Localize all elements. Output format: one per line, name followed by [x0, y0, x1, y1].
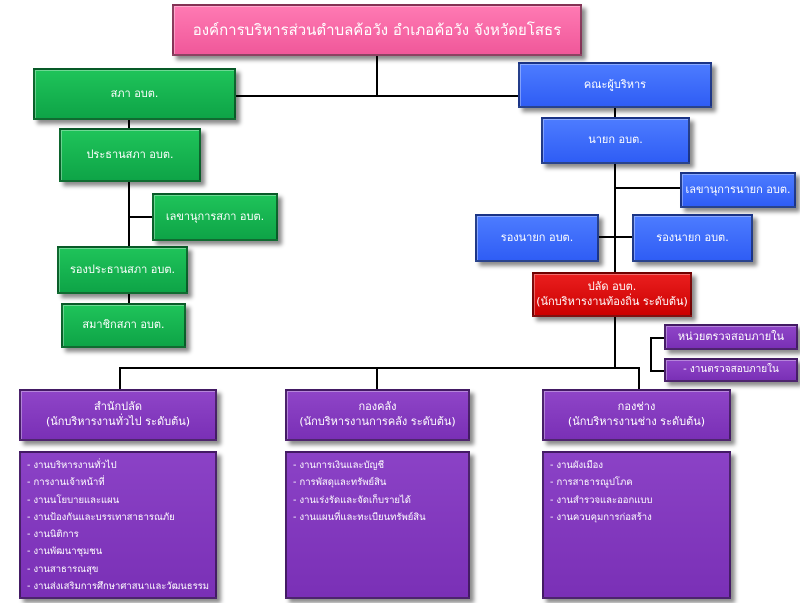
- connector-audit-unit: [650, 337, 664, 339]
- connector-executive-spine: [614, 108, 616, 272]
- council-box: สภา อบต.: [33, 68, 236, 120]
- mayor-label: นายก อบต.: [588, 133, 643, 147]
- department-subtitle: (นักบริหารงานการคลัง ระดับต้น): [299, 415, 456, 428]
- list-item: - งานส่งเสริมการศึกษาศาสนาและวัฒนธรรม: [27, 581, 209, 593]
- audit-unit-label: หน่วยตรวจสอบภายใน: [677, 329, 785, 343]
- list-item: - งานสาธารณสุข: [27, 563, 99, 575]
- list-item: - การสาธารณูปโภค: [550, 477, 633, 489]
- connector-clerk-down: [614, 317, 616, 368]
- council-president-label: ประธานสภา อบต.: [86, 147, 174, 161]
- executive-box: คณะผู้บริหาร: [518, 62, 712, 108]
- list-item: - งานพัฒนาชุมชน: [27, 546, 103, 558]
- mayor-box: นายก อบต.: [541, 117, 690, 164]
- council-label: สภา อบต.: [110, 86, 159, 100]
- council-secretary-box: เลขานุการสภา อบต.: [152, 193, 278, 241]
- connector-departments-bus: [119, 367, 639, 369]
- mayor-secretary-box: เลขานุการนายก อบต.: [680, 172, 796, 208]
- council-members-label: สมาชิกสภา อบต.: [82, 318, 165, 332]
- connector-deputies: [598, 236, 632, 238]
- department-subtitle: (นักบริหารงานทั่วไป ระดับต้น): [45, 415, 191, 428]
- council-vice-president-box: รองประธานสภา อบต.: [57, 246, 188, 294]
- list-item: - งานป้องกันและบรรเทาสาธารณภัย: [27, 511, 175, 523]
- top-organization-box: องค์การบริหารส่วนตำบลค้อวัง อำเภอค้อวัง …: [172, 4, 582, 56]
- clerk-subtitle: (นักบริหารงานท้องถิ่น ระดับต้น): [536, 294, 688, 308]
- list-item: - งานเร่งรัดและจัดเก็บรายได้: [293, 494, 411, 506]
- clerk-title: ปลัด อบต.: [587, 279, 637, 293]
- deputy-mayor-left-label: รองนายก อบต.: [500, 230, 574, 244]
- audit-unit-box: หน่วยตรวจสอบภายใน: [664, 324, 798, 350]
- council-vice-president-label: รองประธานสภา อบต.: [70, 262, 175, 276]
- connector-audit-spine: [650, 337, 652, 370]
- task-list-engineering: - งานผังเมือง - การสาธารณูปโภค - งานสำรว…: [542, 451, 731, 599]
- task-list-clerk-office: - งานบริหารงานทั่วไป - การงานเจ้าหน้าที่…: [19, 451, 217, 599]
- council-secretary-label: เลขานุการสภา อบต.: [165, 209, 265, 223]
- department-box-clerk-office: สำนักปลัด (นักบริหารงานทั่วไป ระดับต้น): [19, 389, 217, 441]
- audit-work-label: - งานตรวจสอบภายใน: [683, 364, 779, 376]
- list-item: - งานนโยบายและแผน: [27, 494, 120, 506]
- department-box-engineering: กองช่าง (นักบริหารงานช่าง ระดับต้น): [542, 389, 731, 441]
- connector-audit-work: [650, 370, 664, 372]
- department-title: กองคลัง: [358, 400, 397, 414]
- list-item: - งานนิติการ: [27, 529, 79, 541]
- audit-work-box: - งานตรวจสอบภายใน: [664, 358, 798, 382]
- executive-label: คณะผู้บริหาร: [583, 77, 647, 91]
- clerk-box: ปลัด อบต. (นักบริหารงานท้องถิ่น ระดับต้น…: [532, 272, 692, 317]
- department-title: สำนักปลัด: [94, 400, 142, 414]
- mayor-secretary-label: เลขานุการนายก อบต.: [685, 182, 791, 196]
- list-item: - งานการเงินและบัญชี: [293, 460, 385, 471]
- list-item: - งานควบคุมการก่อสร้าง: [550, 511, 652, 523]
- council-members-box: สมาชิกสภา อบต.: [61, 303, 186, 348]
- connector-dept-3: [638, 367, 640, 389]
- department-title: กองช่าง: [617, 400, 656, 414]
- deputy-mayor-left-box: รองนายก อบต.: [475, 214, 599, 262]
- department-box-finance: กองคลัง (นักบริหารงานการคลัง ระดับต้น): [285, 389, 470, 441]
- list-item: - งานแผนที่และทะเบียนทรัพย์สิน: [293, 511, 426, 523]
- department-subtitle: (นักบริหารงานช่าง ระดับต้น): [567, 415, 706, 428]
- task-list-finance: - งานการเงินและบัญชี - การพัสดุและทรัพย์…: [285, 451, 470, 599]
- connector-mayor-secretary: [614, 187, 680, 189]
- connector-dept-2: [376, 367, 378, 389]
- connector-dept-1: [119, 367, 121, 389]
- deputy-mayor-right-box: รองนายก อบต.: [632, 214, 753, 262]
- connector-council-spine: [128, 120, 130, 308]
- deputy-mayor-right-label: รองนายก อบต.: [656, 230, 729, 244]
- connector-council-secretary: [128, 216, 152, 218]
- list-item: - การพัสดุและทรัพย์สิน: [293, 477, 387, 489]
- list-item: - งานผังเมือง: [550, 460, 603, 471]
- list-item: - งานบริหารงานทั่วไป: [27, 460, 117, 471]
- list-item: - การงานเจ้าหน้าที่: [27, 477, 105, 489]
- connector-council-executive: [235, 95, 519, 97]
- connector-top-down: [376, 55, 378, 96]
- list-item: - งานสำรวจและออกแบบ: [550, 494, 653, 506]
- council-president-box: ประธานสภา อบต.: [59, 128, 201, 182]
- top-organization-label: องค์การบริหารส่วนตำบลค้อวัง อำเภอค้อวัง …: [192, 20, 562, 39]
